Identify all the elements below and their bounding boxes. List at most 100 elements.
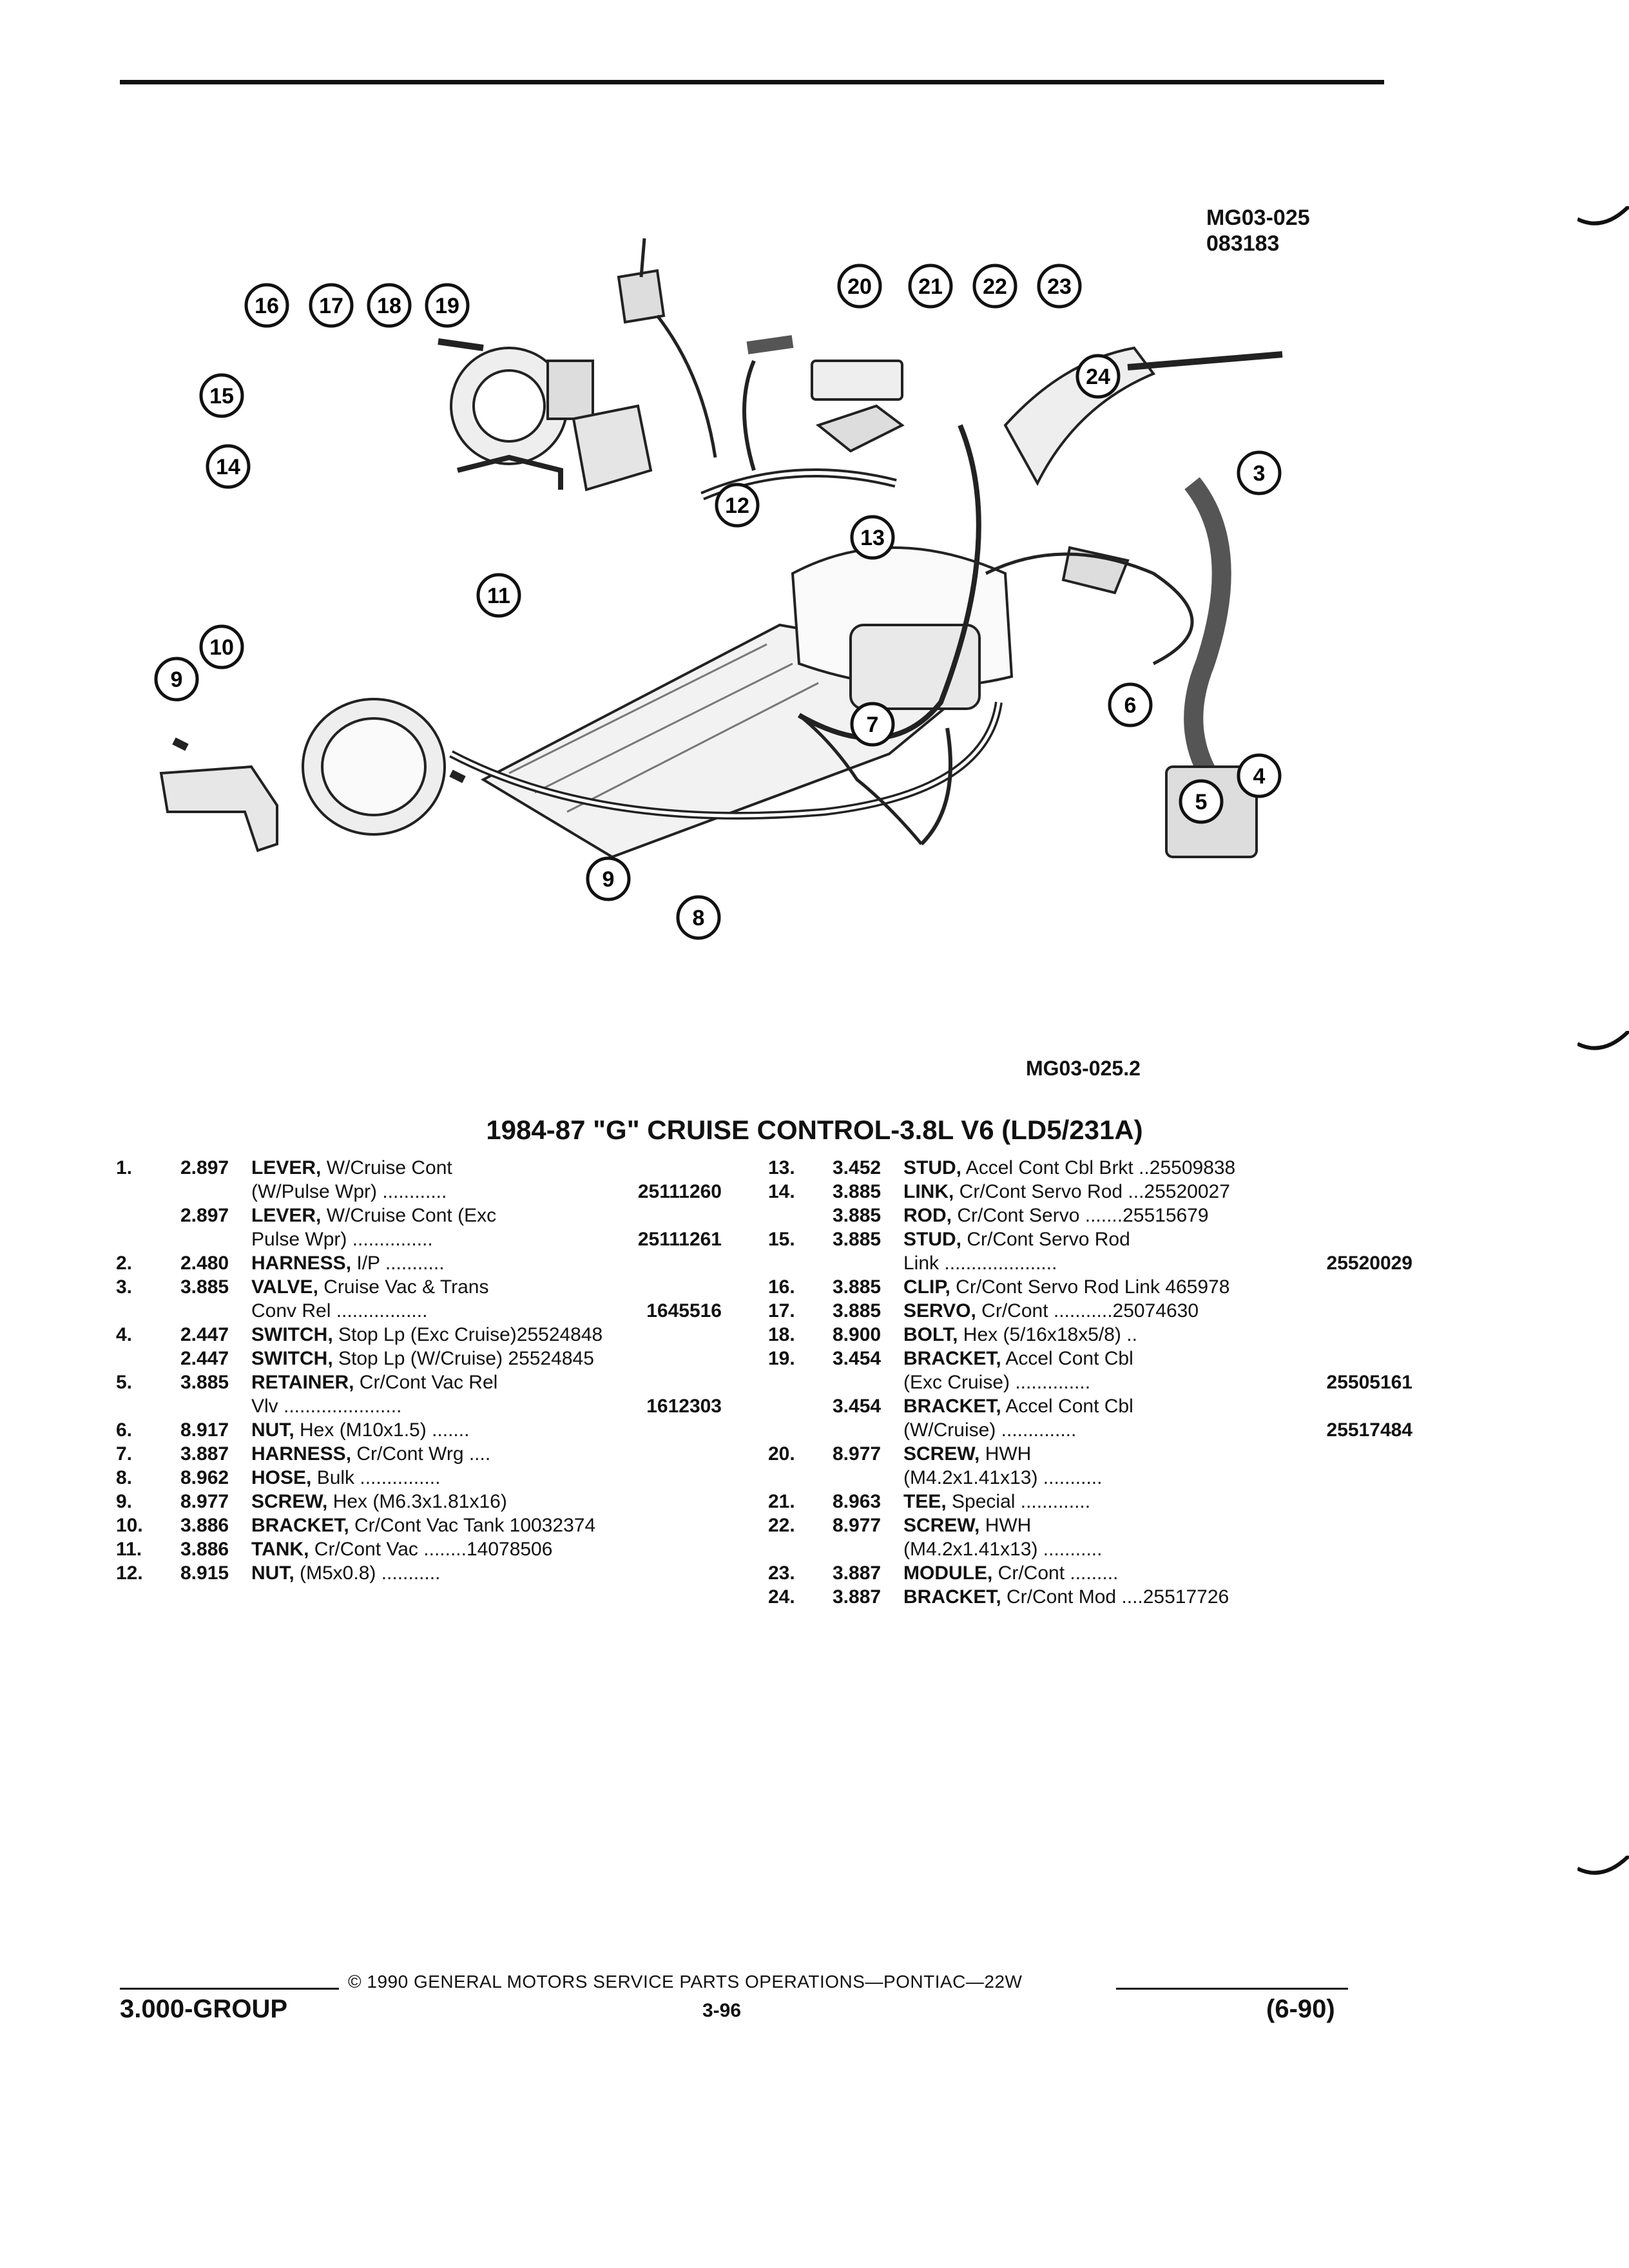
part-description: BRACKET, Cr/Cont Vac Tank 10032374 [251,1514,722,1537]
part-detail: Cr/Cont Servo .......25515679 [952,1205,1209,1226]
callout-label: 9 [171,668,183,692]
part-name: LEVER, [251,1157,322,1178]
part-name: VALVE, [251,1276,318,1298]
part-description: BRACKET, Accel Cont Cbl(Exc Cruise) ....… [903,1347,1412,1394]
group-number: 3.452 [833,1157,882,1178]
part-detail: I/P ........... [351,1253,445,1274]
part-detail: Cr/Cont Servo Rod ...25520027 [954,1181,1230,1202]
part-detail-cont: (M4.2x1.41x13) ........... [903,1539,1103,1560]
part-detail: Bulk ............... [311,1467,441,1488]
part-description: MODULE, Cr/Cont ......... [903,1561,1412,1585]
binding-mark [1577,1856,1629,1875]
part-number: 4. [116,1324,133,1345]
part-number: 3. [116,1276,133,1298]
part-name: SERVO, [903,1300,976,1321]
group-number: 3.885 [833,1205,882,1226]
part-detail-cont: (W/Pulse Wpr) ............ [251,1181,447,1202]
callout-label: 7 [867,713,879,737]
group-number: 8.977 [180,1491,229,1512]
callout-label: 6 [1124,693,1137,718]
part-pn: 25111260 [637,1181,722,1202]
part-name: HARNESS, [251,1253,352,1274]
part-number: 24. [768,1586,795,1608]
part-name: SCREW, [903,1515,980,1536]
part-description: BOLT, Hex (5/16x18x5/8) .. [903,1323,1412,1347]
part-description: SERVO, Cr/Cont ...........25074630 [903,1299,1412,1323]
part-name: SWITCH, [251,1348,333,1369]
group-number: 8.977 [833,1515,882,1536]
part-detail: Hex (M6.3x1.81x16) [327,1491,507,1512]
group-number: 8.917 [180,1419,229,1441]
footer-rule-right [1116,1988,1348,1990]
part-name: LEVER, [251,1205,322,1226]
callout-label: 21 [918,274,943,299]
part-detail: Cr/Cont Servo Rod Link 465978 [950,1276,1230,1298]
part-number: 15. [768,1229,795,1250]
part-detail: Accel Cont Cbl [1001,1396,1133,1417]
part-detail-cont: (M4.2x1.41x13) ........... [903,1467,1103,1488]
part-detail: Cr/Cont Vac Tank 10032374 [349,1515,596,1536]
part-name: LINK, [903,1181,954,1202]
binding-mark [1577,1031,1629,1050]
part-detail-cont: (Exc Cruise) .............. [903,1372,1091,1393]
part-detail: Cr/Cont Vac ........14078506 [309,1539,553,1560]
part-number: 17. [768,1300,795,1321]
part-number: 22. [768,1515,795,1536]
part-number: 13. [768,1157,795,1178]
callout-14: 14 [206,444,251,489]
page-title: 1984-87 "G" CRUISE CONTROL-3.8L V6 (LD5/… [486,1115,1143,1145]
group-number: 3.887 [833,1562,882,1584]
page-number: 3-96 [702,2000,742,2021]
callout-label: 13 [860,526,885,550]
group-number: 2.447 [180,1324,229,1345]
part-number: 10. [116,1515,143,1536]
callout-label: 15 [209,384,234,408]
part-name: BOLT, [903,1324,958,1345]
callout-7: 7 [850,702,895,747]
part-number: 18. [768,1324,795,1345]
callout-3: 3 [1237,450,1282,495]
group-number: 2.897 [180,1157,229,1178]
callout-18: 18 [367,283,412,328]
part-name: RETAINER, [251,1372,354,1393]
part-description: HARNESS, Cr/Cont Wrg .... [251,1442,722,1466]
callout-label: 20 [847,274,872,299]
callout-label: 4 [1253,764,1266,789]
callout-label: 12 [725,494,749,518]
callout-17: 17 [309,283,354,328]
part-name: BRACKET, [251,1515,349,1536]
part-name: BRACKET, [903,1586,1001,1608]
callout-8: 8 [676,895,721,940]
callout-6: 6 [1108,682,1153,727]
part-detail: W/Cruise Cont (Exc [321,1205,497,1226]
part-number: 6. [116,1419,133,1441]
part-name: HARNESS, [251,1443,352,1465]
part-name: HOSE, [251,1467,312,1488]
part-number: 21. [768,1491,795,1512]
part-description: NUT, (M5x0.8) ........... [251,1561,722,1585]
part-description: SWITCH, Stop Lp (W/Cruise) 25524845 [251,1347,722,1370]
part-detail: Hex (M10x1.5) ....... [294,1419,470,1441]
callout-21: 21 [908,264,953,309]
callout-22: 22 [972,264,1017,309]
part-name: MODULE, [903,1562,993,1584]
part-name: SCREW, [251,1491,328,1512]
group-number: 3.885 [180,1372,229,1393]
callout-label: 3 [1253,461,1266,486]
part-number: 12. [116,1562,143,1584]
figure-id: MG03-025 083183 [1206,206,1310,256]
group-number: 3.454 [833,1396,882,1417]
part-name: SWITCH, [251,1324,333,1345]
